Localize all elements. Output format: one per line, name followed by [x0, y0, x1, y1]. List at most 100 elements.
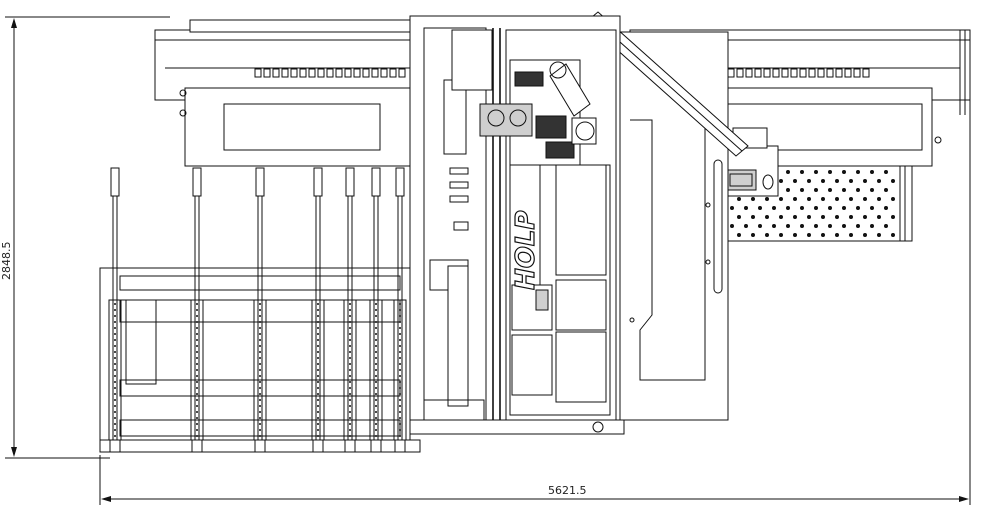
table-hole	[849, 179, 853, 183]
table-hole	[856, 188, 860, 192]
rail-segment	[808, 68, 816, 78]
rail-segment	[263, 68, 271, 78]
rail-segment	[736, 68, 744, 78]
table-hole	[884, 206, 888, 210]
table-hole	[877, 233, 881, 237]
rail-segment	[781, 68, 789, 78]
table-hole	[856, 170, 860, 174]
lower-cabinet	[509, 164, 611, 416]
table-hole	[786, 206, 790, 210]
rack-post	[108, 167, 122, 453]
top-rail-left	[254, 68, 406, 78]
table-hole	[870, 170, 874, 174]
rack-post	[253, 167, 267, 453]
table-hole	[779, 197, 783, 201]
table-hole	[856, 224, 860, 228]
table-hole	[807, 197, 811, 201]
table-hole	[793, 215, 797, 219]
rail-segment	[389, 68, 397, 78]
table-hole	[828, 170, 832, 174]
table-hole	[751, 233, 755, 237]
table-hole	[877, 197, 881, 201]
table-hole	[870, 224, 874, 228]
table-hole	[863, 197, 867, 201]
table-hole	[884, 188, 888, 192]
table-hole	[779, 215, 783, 219]
rail-segment	[317, 68, 325, 78]
table-hole	[842, 170, 846, 174]
table-hole	[800, 170, 804, 174]
top-rail-right	[727, 68, 870, 78]
rail-segment	[398, 68, 406, 78]
rail-segment	[853, 68, 861, 78]
table-hole	[800, 206, 804, 210]
rail-segment	[799, 68, 807, 78]
table-hole	[730, 224, 734, 228]
table-hole	[842, 206, 846, 210]
table-hole	[737, 233, 741, 237]
table-hole	[807, 179, 811, 183]
table-hole	[821, 215, 825, 219]
table-hole	[814, 224, 818, 228]
table-hole	[821, 197, 825, 201]
table-hole	[828, 188, 832, 192]
table-hole	[751, 197, 755, 201]
table-hole	[835, 179, 839, 183]
table-hole	[821, 179, 825, 183]
table-hole	[814, 188, 818, 192]
rail-segment	[763, 68, 771, 78]
left-upper-housing	[179, 87, 411, 167]
rail-segment	[362, 68, 370, 78]
table-hole	[849, 197, 853, 201]
table-hole	[744, 224, 748, 228]
rail-segment	[862, 68, 870, 78]
table-hole	[877, 179, 881, 183]
table-hole	[786, 188, 790, 192]
table-hole	[821, 233, 825, 237]
table-hole	[870, 188, 874, 192]
height-dimension-label: 2848.5	[0, 242, 13, 281]
table-hole	[828, 224, 832, 228]
table-hole	[884, 170, 888, 174]
table-hole	[758, 224, 762, 228]
table-hole	[800, 224, 804, 228]
table-hole	[863, 233, 867, 237]
machine-head	[479, 59, 597, 166]
table-hole	[793, 197, 797, 201]
table-hole	[765, 197, 769, 201]
rack-posts	[108, 167, 407, 453]
table-hole	[856, 206, 860, 210]
rail-segment	[826, 68, 834, 78]
table-hole	[765, 215, 769, 219]
table-hole	[807, 215, 811, 219]
rack-post	[393, 167, 407, 453]
table-hole	[842, 188, 846, 192]
brand-lettering: HOLP	[511, 211, 541, 291]
table-hole	[835, 233, 839, 237]
table-hole	[730, 206, 734, 210]
rail-segment	[326, 68, 334, 78]
rail-segment	[371, 68, 379, 78]
table-hole	[765, 233, 769, 237]
table-hole	[828, 206, 832, 210]
table-hole	[744, 206, 748, 210]
rail-segment	[299, 68, 307, 78]
table-hole	[884, 224, 888, 228]
rack-post	[343, 167, 357, 453]
rail-segment	[272, 68, 280, 78]
table-hole	[786, 170, 790, 174]
rail-segment	[380, 68, 388, 78]
rail-segment	[290, 68, 298, 78]
table-hole	[870, 206, 874, 210]
rail-segment	[254, 68, 262, 78]
table-hole	[863, 179, 867, 183]
rail-segment	[835, 68, 843, 78]
right-side-panel	[619, 31, 729, 421]
table-hole	[793, 179, 797, 183]
table-hole	[772, 206, 776, 210]
table-hole	[807, 233, 811, 237]
rail-segment	[353, 68, 361, 78]
table-hole	[779, 179, 783, 183]
rack-post	[311, 167, 325, 453]
